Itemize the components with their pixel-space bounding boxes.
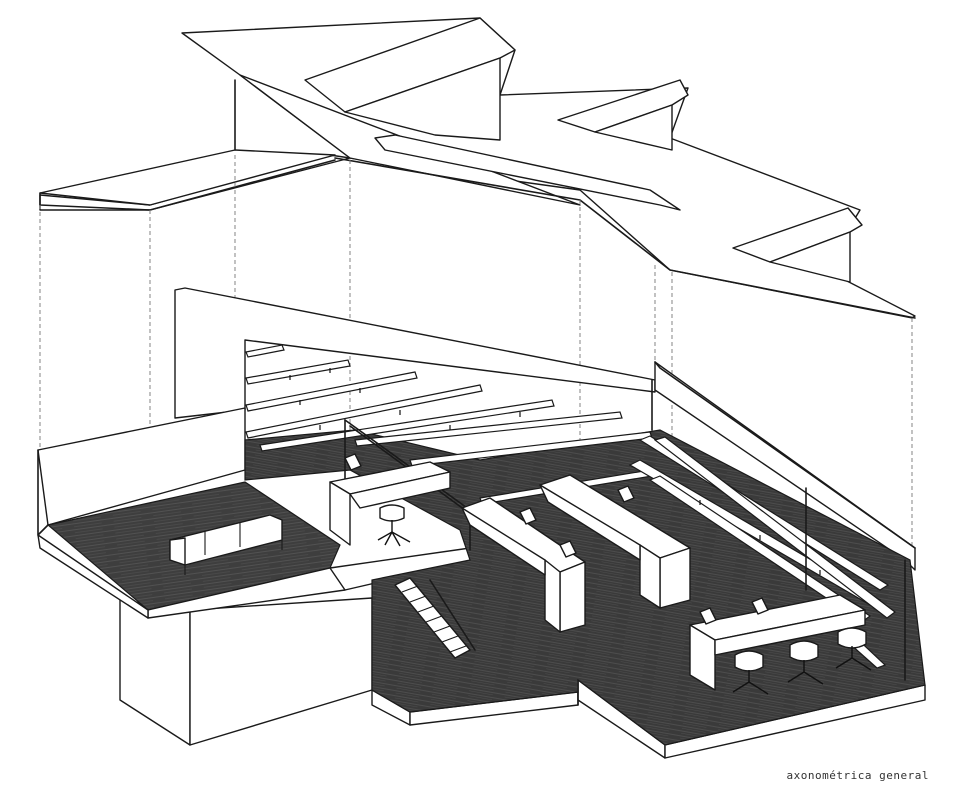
chair [835, 627, 872, 671]
glass-partition [651, 379, 906, 681]
building-volume [37, 287, 926, 759]
chair [787, 640, 824, 685]
ceiling-rails [245, 344, 896, 669]
desks [329, 461, 866, 691]
sofa [169, 514, 283, 575]
stair [394, 577, 476, 659]
chair [377, 504, 411, 547]
roof [39, 17, 916, 319]
drawing-caption: axonométrica general [786, 769, 929, 782]
mezzanine-floor [37, 481, 476, 619]
chairs [344, 453, 872, 695]
chair [732, 650, 769, 695]
